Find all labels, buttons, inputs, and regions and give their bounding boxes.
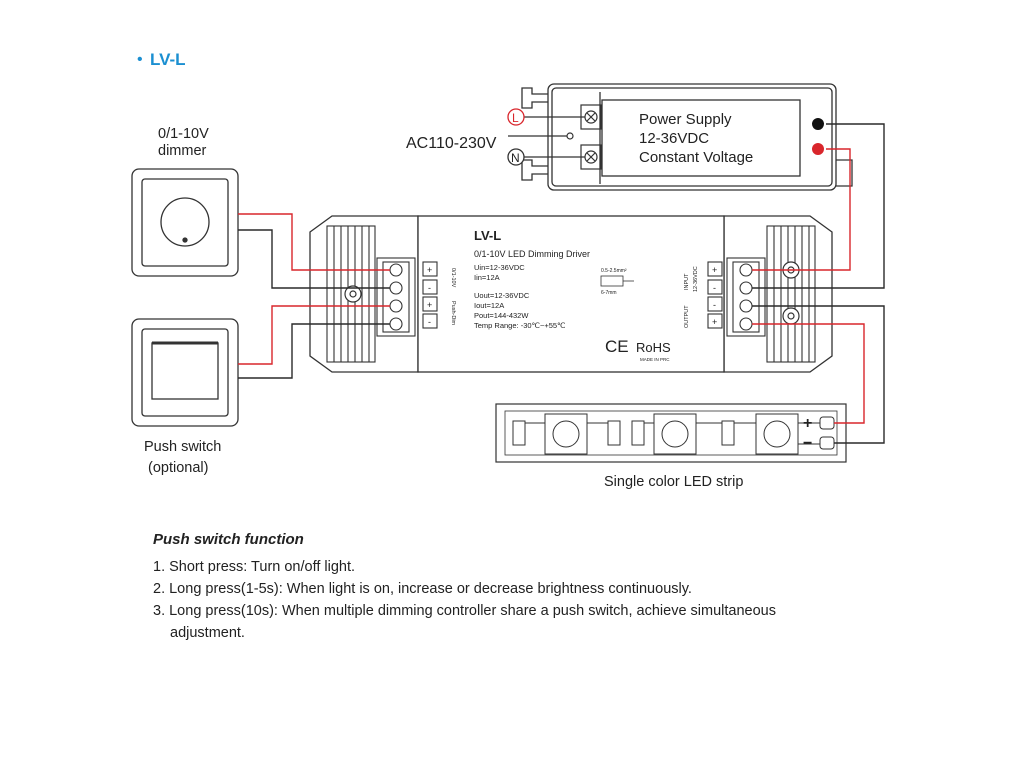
output-label: OUTPUT <box>684 305 690 328</box>
wire-gauge-label: 0.5-2.5mm² <box>601 268 627 274</box>
power-supply-line2: 12-36VDC <box>639 130 709 147</box>
notes-item-continuation: adjustment. <box>170 625 245 641</box>
rohs-mark: RoHS <box>636 340 671 355</box>
mains-wires <box>508 116 585 158</box>
notes-list: 1. Short press: Turn on/off light. 2. Lo… <box>153 556 933 644</box>
led-strip-label: Single color LED strip <box>604 474 743 490</box>
notes-title: Push switch function <box>153 531 304 548</box>
led-strip-plus: + <box>803 415 812 432</box>
power-supply-negative-terminal <box>812 118 824 130</box>
dimmer-wires <box>238 213 390 289</box>
mains-label: AC110-230V <box>406 135 497 152</box>
driver-subtitle: 0/1-10V LED Dimming Driver <box>474 249 590 259</box>
wire-strip-icon <box>600 275 634 287</box>
live-label: L <box>512 111 519 125</box>
notes-item: 1. Short press: Turn on/off light. <box>153 556 933 578</box>
live-marker <box>507 108 525 126</box>
driver-uout: Uout=12-36VDC <box>474 291 530 300</box>
in-plus: + <box>712 265 717 275</box>
ce-mark: CE <box>605 337 629 356</box>
out-plus: + <box>712 317 717 327</box>
push-switch-device <box>131 318 239 427</box>
heading-title: LV-L <box>150 50 186 69</box>
driver-iin: Iin=12A <box>474 273 500 282</box>
push-plus: + <box>427 300 432 310</box>
push-port-label: Push-Dim <box>450 301 456 326</box>
push-switch-label-line1: Push switch <box>144 439 221 455</box>
driver-iout: Iout=12A <box>474 301 504 310</box>
push-switch-notes: Push switch function 1. Short press: Tur… <box>153 531 933 644</box>
dimmer-label-line1: 0/1-10V <box>158 126 209 142</box>
notes-item: 3. Long press(10s): When multiple dimmin… <box>153 600 933 644</box>
input-voltage-label: 12-36VDC <box>693 266 699 292</box>
neutral-label: N <box>511 151 520 165</box>
dim-plus: + <box>427 265 432 275</box>
led-strip-pads <box>819 416 835 450</box>
strip-length-label: 6-7mm <box>601 290 617 296</box>
driver-output-terminal-block <box>707 261 760 333</box>
dim-port-label: 0/1-10V <box>450 268 456 288</box>
push-switch-label-line2: (optional) <box>148 460 208 476</box>
driver-left-screw <box>344 285 362 303</box>
led-strip-minus: − <box>803 435 812 452</box>
in-minus: - <box>713 283 716 293</box>
dimmer-label-line2: dimmer <box>158 143 207 159</box>
dimmer-device <box>131 168 239 277</box>
heading-bullet: • <box>137 51 143 68</box>
neutral-marker <box>507 148 525 166</box>
out-minus: - <box>713 300 716 310</box>
driver-right-screw-bottom <box>782 307 800 325</box>
power-input-wires <box>752 123 885 289</box>
power-supply-positive-terminal <box>812 143 824 155</box>
power-supply-line3: Constant Voltage <box>639 149 753 166</box>
driver-temp: Temp Range: -30℃~+55℃ <box>474 321 566 330</box>
notes-item-text: 2. Long press(1-5s): When light is on, i… <box>153 581 692 597</box>
driver-model: LV-L <box>474 228 501 243</box>
notes-item-text: 3. Long press(10s): When multiple dimmin… <box>153 603 776 619</box>
notes-item-text: 1. Short press: Turn on/off light. <box>153 559 356 575</box>
dim-minus: - <box>428 283 431 293</box>
driver-pout: Pout=144-432W <box>474 311 529 320</box>
led-strip-components <box>512 413 822 455</box>
driver-uin: Uin=12-36VDC <box>474 263 525 272</box>
push-switch-wires <box>238 305 390 379</box>
push-minus: - <box>428 317 431 327</box>
power-supply-line1: Power Supply <box>639 111 732 128</box>
led-output-wires <box>752 305 885 444</box>
driver-input-terminal-block <box>382 261 438 333</box>
input-label: INPUT <box>684 273 690 290</box>
notes-item: 2. Long press(1-5s): When light is on, i… <box>153 578 933 600</box>
made-in-label: MADE IN PRC <box>640 357 670 362</box>
